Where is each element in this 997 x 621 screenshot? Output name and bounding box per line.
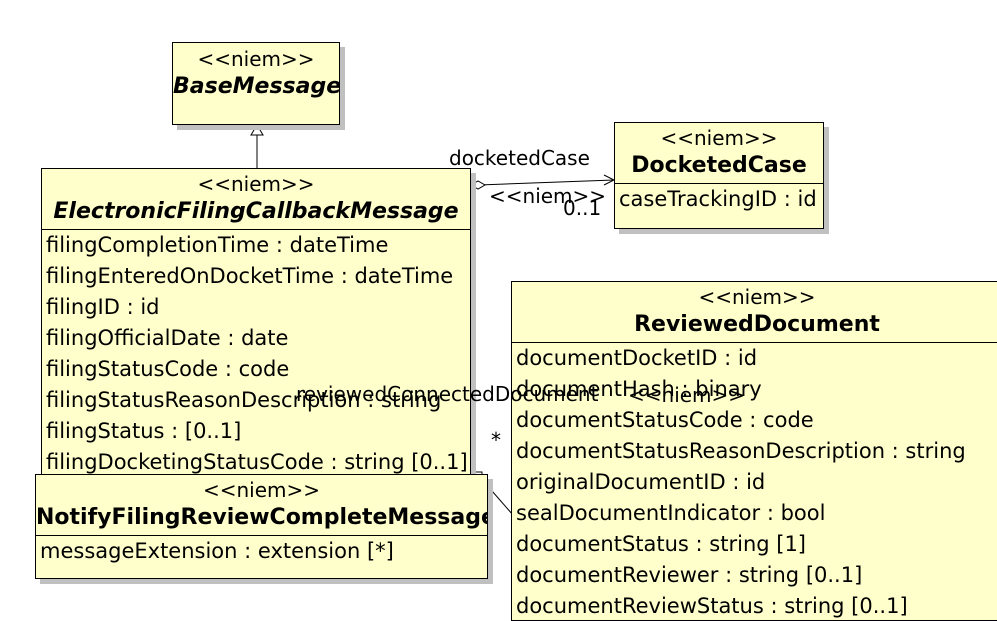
multiplicity-reviewed-document: *: [491, 428, 501, 452]
attribute: messageExtension : extension [*]: [40, 539, 394, 563]
class-name: ReviewedDocument: [634, 312, 880, 337]
stereotype-label-reviewed-document: <<niem>>: [628, 383, 746, 407]
class-docketed-case[interactable]: <<niem>> DocketedCase caseTrackingID : i…: [614, 122, 824, 229]
attribute: documentHash : binary: [516, 377, 762, 401]
attribute: documentStatusCode : code: [516, 408, 814, 432]
class-reviewed-document[interactable]: <<niem>> ReviewedDocument documentDocket…: [511, 281, 997, 621]
class-name: NotifyFilingReviewCompleteMessage: [36, 505, 488, 530]
attribute: documentStatus : string [1]: [516, 532, 807, 556]
class-base-message[interactable]: <<niem>> BaseMessage: [172, 42, 340, 125]
attribute: documentReviewer : string [0..1]: [516, 563, 863, 587]
class-header: <<niem>> ReviewedDocument: [512, 282, 997, 343]
attribute: filingID : id: [46, 295, 160, 319]
attribute-list: documentDocketID : id documentHash : bin…: [512, 343, 997, 620]
class-header: <<niem>> BaseMessage: [173, 43, 339, 104]
attribute-list: caseTrackingID : id: [615, 184, 823, 215]
attribute: caseTrackingID : id: [619, 187, 817, 211]
stereotype-label: <<niem>>: [197, 172, 315, 196]
class-name: DocketedCase: [631, 153, 807, 178]
stereotype-label: <<niem>>: [197, 47, 315, 71]
attribute: filingStatusReasonDescription : string: [46, 388, 442, 412]
stereotype-label: <<niem>>: [660, 126, 778, 150]
class-notify-filing-review-complete-message[interactable]: <<niem>> NotifyFilingReviewCompleteMessa…: [35, 474, 488, 579]
generalization-arrowhead: [250, 124, 264, 136]
attribute: documentDocketID : id: [516, 346, 758, 370]
class-name: BaseMessage: [173, 74, 340, 99]
attribute: filingCompletionTime : dateTime: [46, 233, 389, 257]
role-label-docketed-case: docketedCase: [449, 146, 590, 170]
attribute-list: messageExtension : extension [*]: [36, 536, 487, 567]
attribute: documentStatusReasonDescription : string: [516, 439, 966, 463]
attribute: originalDocumentID : id: [516, 470, 766, 494]
multiplicity-docketed-case: 0..1: [563, 196, 602, 220]
class-header: <<niem>> NotifyFilingReviewCompleteMessa…: [36, 475, 487, 536]
stereotype-label: <<niem>>: [698, 285, 816, 309]
attribute: filingStatusCode : code: [46, 357, 290, 381]
attribute: filingDocketingStatusCode : string [0..1…: [46, 450, 468, 474]
attribute: filingOfficialDate : date: [46, 326, 289, 350]
attribute: filingEnteredOnDocketTime : dateTime: [46, 264, 454, 288]
class-header: <<niem>> ElectronicFilingCallbackMessage: [42, 169, 470, 230]
association-line-docketed-case: [478, 179, 615, 186]
attribute: filingStatus : [0..1]: [46, 419, 242, 443]
role-label-reviewed-document: reviewedConnectedDocument: [296, 382, 599, 406]
stereotype-label: <<niem>>: [202, 478, 321, 502]
class-header: <<niem>> DocketedCase: [615, 123, 823, 184]
attribute-list: filingCompletionTime : dateTime filingEn…: [42, 230, 470, 477]
class-name: ElectronicFilingCallbackMessage: [53, 199, 459, 224]
attribute: documentReviewStatus : string [0..1]: [516, 594, 908, 618]
attribute: sealDocumentIndicator : bool: [516, 501, 826, 525]
aggregation-diamond: [469, 180, 487, 190]
class-electronic-filing-callback-message[interactable]: <<niem>> ElectronicFilingCallbackMessage…: [41, 168, 471, 478]
stereotype-label-docketed-case: <<niem>>: [489, 184, 607, 208]
